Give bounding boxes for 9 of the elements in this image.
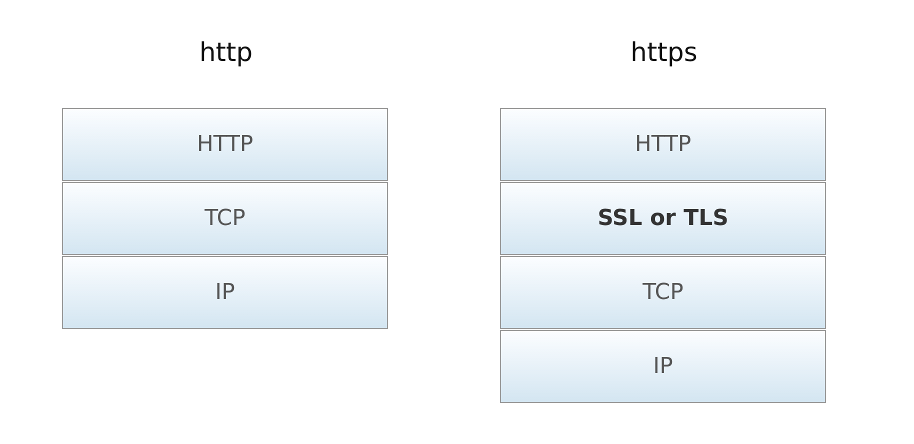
stack-heading: http xyxy=(198,38,254,68)
protocol-layer: HTTP xyxy=(500,108,826,181)
protocol-layer: HTTP xyxy=(62,108,388,181)
stack-heading: https xyxy=(630,38,698,68)
protocol-layer: SSL or TLS xyxy=(500,182,826,255)
protocol-layer: TCP xyxy=(62,182,388,255)
protocol-layer: IP xyxy=(500,330,826,403)
protocol-layer: TCP xyxy=(500,256,826,329)
protocol-layer: IP xyxy=(62,256,388,329)
